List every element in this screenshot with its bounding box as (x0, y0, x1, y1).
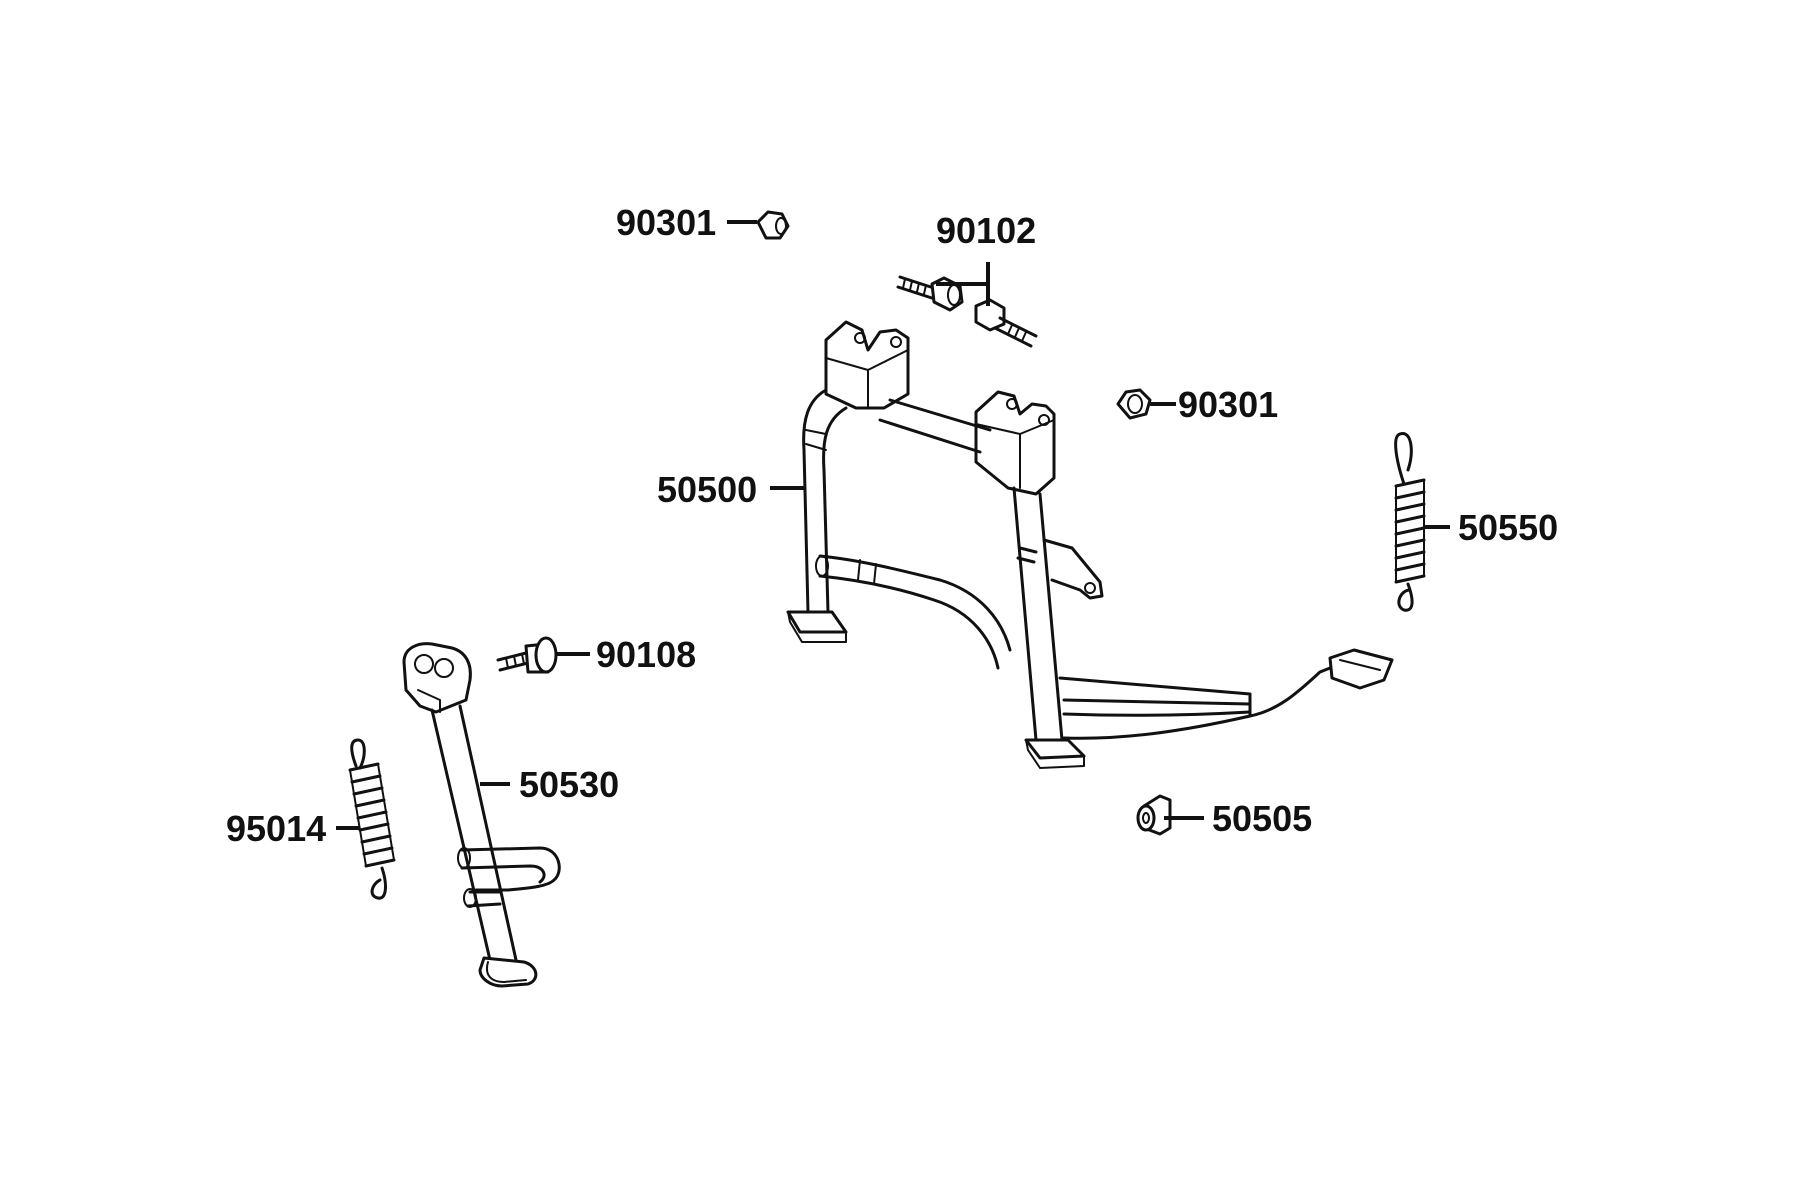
part-label-90102: 90102 (936, 210, 1036, 251)
part-label-50505: 50505 (1212, 798, 1312, 839)
part-label-90108: 90108 (596, 634, 696, 675)
side-stand-50530 (402, 642, 561, 988)
part-label-50500: 50500 (657, 469, 757, 510)
part-label-90301-right: 90301 (1178, 384, 1278, 425)
stopper-50505 (1136, 794, 1172, 836)
part-label-50530: 50530 (519, 764, 619, 805)
side-stand-bolt-90108 (496, 636, 558, 674)
main-spring-50550 (1394, 432, 1426, 612)
bolt-pair-90102 (896, 275, 1038, 348)
side-spring-95014 (348, 738, 396, 900)
nut-90301-right (1116, 388, 1152, 420)
part-label-90301-top: 90301 (616, 202, 716, 243)
leader-90102 (936, 262, 990, 306)
part-label-50550: 50550 (1458, 507, 1558, 548)
nut-90301-top (756, 210, 790, 240)
main-stand-50500 (786, 320, 1394, 769)
part-label-95014: 95014 (226, 808, 326, 849)
